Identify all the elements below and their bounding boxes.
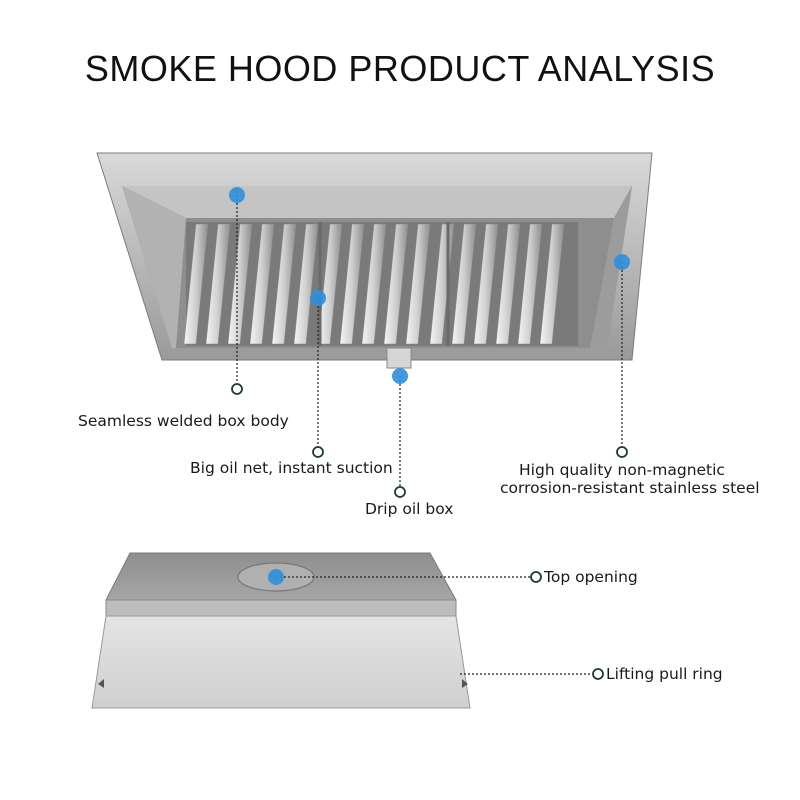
label-oil-net: Big oil net, instant suction	[190, 459, 393, 477]
oil-filter-panel	[183, 222, 578, 346]
hood-bottom-view	[96, 152, 653, 369]
pull-ring-right	[462, 679, 468, 688]
terminal-circles	[231, 383, 628, 680]
blue-markers	[229, 187, 630, 585]
page-title: SMOKE HOOD PRODUCT ANALYSIS	[84, 48, 716, 89]
pull-ring-left	[98, 679, 104, 688]
label-top-opening: Top opening	[544, 568, 638, 586]
callout-lines	[236, 195, 623, 675]
label-seamless-box: Seamless welded box body	[78, 412, 289, 430]
label-stainless-line1: High quality non-magnetic	[519, 461, 725, 479]
drip-oil-box	[386, 347, 412, 369]
label-lifting-pull-ring: Lifting pull ring	[606, 665, 723, 683]
label-drip-oil-box: Drip oil box	[365, 500, 454, 518]
label-stainless-steel: High quality non-magnetic corrosion-resi…	[500, 461, 760, 497]
label-stainless-line2: corrosion-resistant stainless steel	[500, 479, 760, 497]
